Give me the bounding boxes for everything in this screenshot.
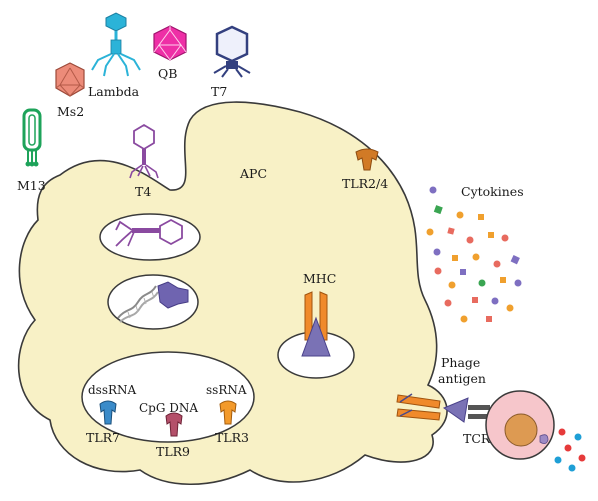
t-cell-icon [485,390,555,460]
tcell-cytokine-particles [554,428,586,472]
mhc-label: MHC [303,271,336,286]
cpg-dna-label: CpG DNA [139,401,198,415]
t7-phage-icon [213,25,251,78]
tcr-label: TCR [463,431,491,446]
lambda-label: Lambda [88,84,140,99]
tcr-receptor-icon [468,405,490,419]
tlr24-receptor-icon [355,148,379,171]
tlr9-receptor-icon [165,412,183,437]
cytokine-particles [426,186,522,323]
m13-phage-icon [22,108,42,167]
lambda-phage-icon [91,12,141,77]
ssrna-label: ssRNA [206,383,247,397]
mhc-molecule-icon [301,291,331,357]
ms2-label: Ms2 [57,104,84,119]
tlr3-receptor-icon [219,400,237,425]
dssrna-label: dssRNA [88,383,137,397]
t4-phage-icon [129,123,159,179]
phage-antigen-label-line1: Phage [441,355,480,370]
endosome-phage-uptake [99,213,201,261]
qb-phage-icon [153,25,187,61]
tlr24-label: TLR2/4 [342,176,388,191]
phage-antigen-triangle [442,397,469,423]
t7-label: T7 [211,84,227,99]
tlr3-label: TLR3 [215,430,249,445]
m13-label: M13 [17,178,46,193]
mhc-surface-complex-icon [396,393,441,421]
endosome-tlr [81,351,255,443]
qb-label: QB [158,66,177,81]
tlr7-receptor-icon [99,400,117,425]
apc-label: APC [239,166,267,181]
ms2-phage-icon [55,62,85,97]
tlr9-label: TLR9 [156,444,190,459]
endosome-degradation [107,274,199,330]
phage-antigen-label-line2: antigen [438,371,486,386]
cytokines-label: Cytokines [461,184,524,199]
t4-label: T4 [135,184,151,199]
tlr7-label: TLR7 [86,430,120,445]
